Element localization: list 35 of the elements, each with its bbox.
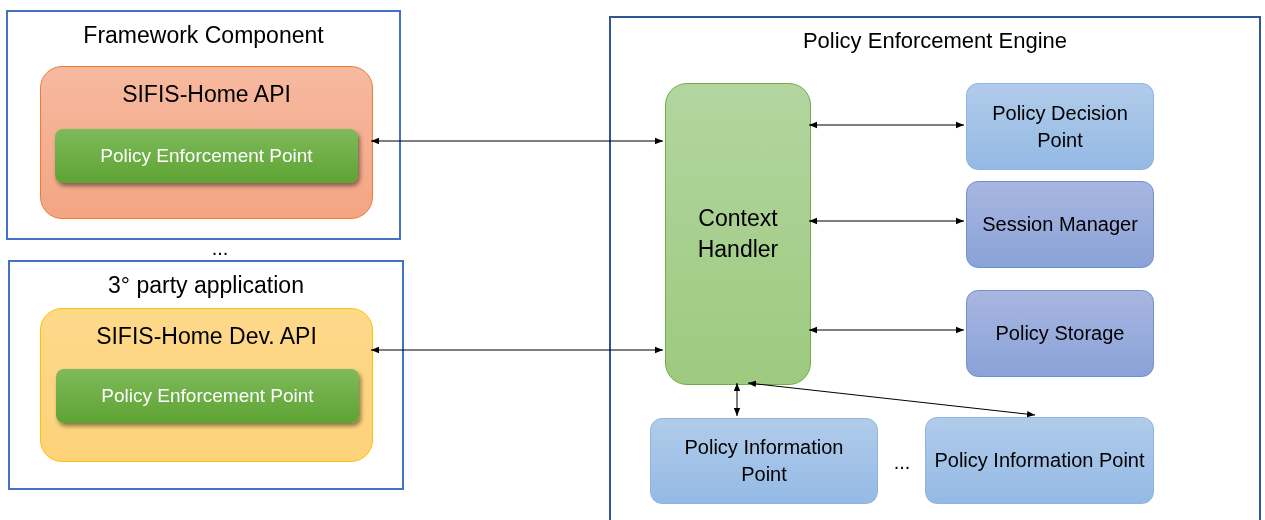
box-heading: Framework Component <box>82 21 325 50</box>
connector-arrow <box>370 137 664 145</box>
container-box <box>609 16 1261 520</box>
process-box <box>665 83 811 385</box>
process-box <box>966 290 1154 377</box>
connector-arrow <box>747 380 1036 418</box>
connector-arrow <box>370 346 664 354</box>
box-label: Policy Information Point <box>683 435 845 487</box>
box-label: Session Manager <box>981 212 1139 237</box>
ellipsis-label: ... <box>892 450 912 474</box>
connector-arrow <box>808 121 965 129</box>
process-box <box>925 417 1154 504</box>
process-box <box>55 129 358 183</box>
process-box <box>966 83 1154 170</box>
process-box <box>650 418 878 504</box>
box-heading: Policy Enforcement Engine <box>801 27 1069 55</box>
box-label: Context Handler <box>696 203 780 264</box>
connector-arrow <box>808 217 965 225</box>
box-label: Policy Enforcement Point <box>100 384 315 409</box>
component-box <box>40 66 373 219</box>
process-box <box>56 369 359 423</box>
connector-arrow <box>733 382 741 417</box>
box-label: Policy Enforcement Point <box>99 144 314 169</box>
connector-arrow <box>808 326 965 334</box>
box-label: Policy Information Point <box>933 448 1146 473</box>
box-heading: SIFIS-Home API <box>121 80 292 109</box>
container-box <box>8 260 404 490</box>
box-label: Policy Storage <box>994 321 1126 346</box>
box-label: Policy Decision Point <box>991 100 1129 153</box>
process-box <box>966 181 1154 268</box>
container-box <box>6 10 401 240</box>
component-box <box>40 308 373 462</box>
ellipsis-label: ... <box>210 238 230 258</box>
box-heading: SIFIS-Home Dev. API <box>95 322 318 351</box>
box-heading: 3° party application <box>107 271 305 300</box>
